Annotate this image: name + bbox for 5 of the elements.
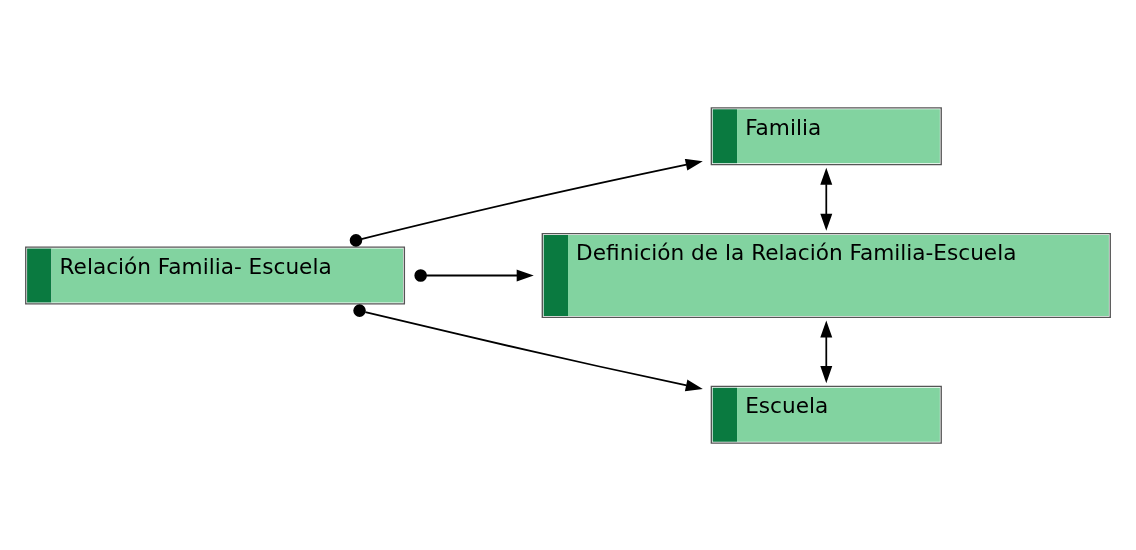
- arrow: [349, 158, 703, 247]
- arrow: [414, 268, 534, 282]
- arrow: [820, 167, 833, 231]
- arrow: [820, 319, 833, 383]
- arrow: [353, 303, 703, 391]
